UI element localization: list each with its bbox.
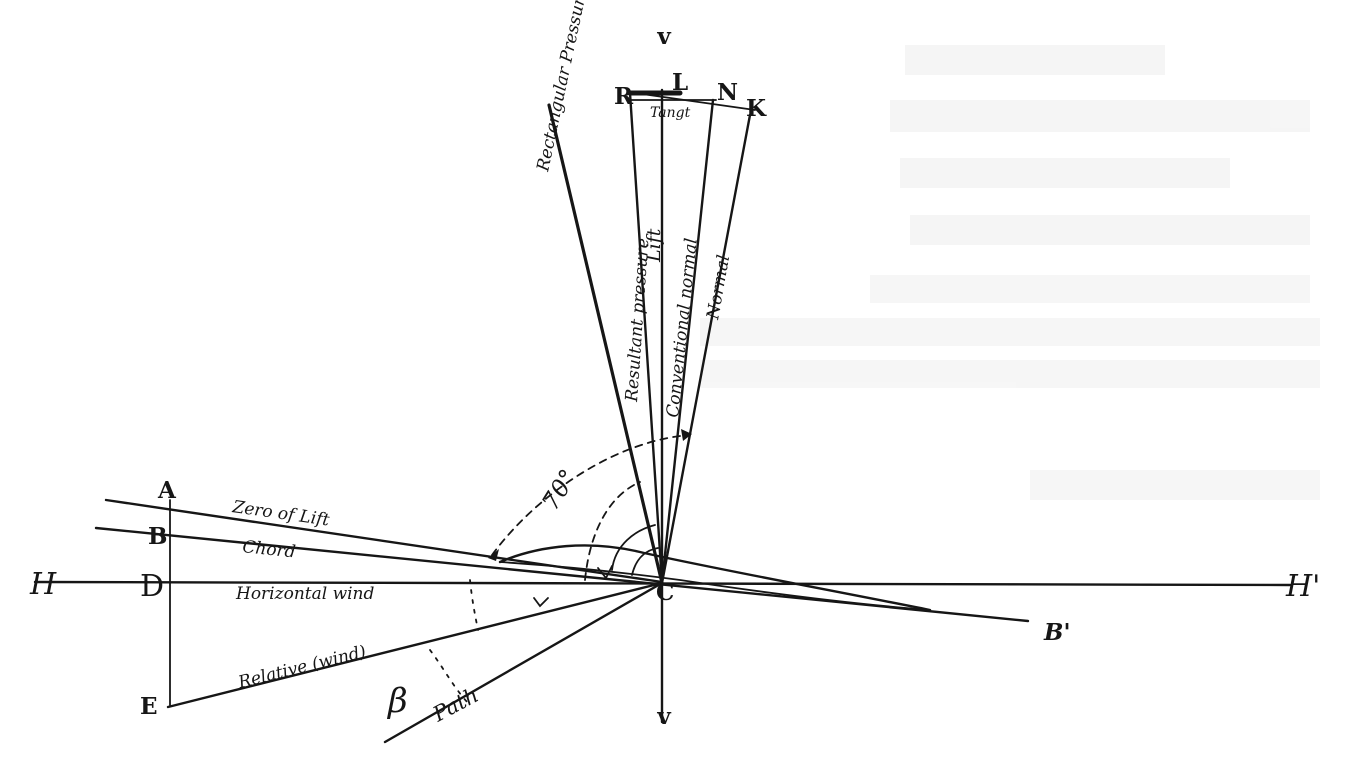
arrow-head-right (681, 429, 692, 441)
small-angle-arc (631, 547, 659, 576)
conventional-normal-line (660, 98, 715, 585)
point-v-bottom: v (656, 703, 671, 730)
label-horizontal-wind: Horizontal wind (235, 584, 375, 604)
label-seventy-degrees: 70° (536, 464, 582, 515)
bleed-through-text (700, 45, 1320, 500)
resultant-pressure-line (628, 91, 664, 585)
normal-line (660, 113, 752, 585)
point-b: B (148, 523, 167, 550)
label-beta: β (386, 681, 408, 721)
arrow-tick-2 (533, 597, 549, 608)
rectangular-pressure-line (547, 103, 664, 585)
aerofoil-upper-surface (498, 544, 932, 612)
point-k: K (746, 95, 767, 122)
point-v-top: v (656, 23, 671, 50)
lift-angle-arc (611, 524, 656, 571)
point-b-prime: B' (1043, 619, 1070, 646)
chord-angle-arc (584, 481, 641, 581)
arrow-head-left (488, 549, 499, 561)
point-n: N (717, 79, 738, 106)
relative-wind-arc (469, 579, 479, 631)
point-e: E (140, 693, 158, 720)
label-path: Path (428, 683, 482, 727)
aerofoil-lower-surface (499, 561, 931, 611)
point-l: L (672, 69, 688, 96)
zero-of-lift-line (104, 498, 664, 584)
label-rectangular-pressure: Rectangular Pressure (533, 0, 592, 174)
label-lift: Lift (643, 228, 665, 263)
path-line (383, 581, 664, 744)
label-relative-wind: Relative (wind) (235, 642, 368, 693)
point-r: R (614, 83, 634, 110)
label-tangent: Tangt (650, 105, 691, 121)
arrow-tick-1 (597, 565, 613, 580)
point-h-prime: H' (1285, 569, 1320, 604)
label-normal: Normal (703, 253, 734, 321)
seventy-degree-arc (491, 434, 691, 556)
point-a: A (157, 477, 177, 504)
point-d: D (140, 569, 164, 604)
point-c: C (656, 579, 674, 606)
point-h: H (29, 567, 57, 602)
label-conventional-normal: Conventional normal (663, 237, 702, 418)
label-chord: Chord (241, 537, 296, 562)
beta-arc (429, 649, 471, 706)
relative-wind-line (166, 581, 664, 709)
